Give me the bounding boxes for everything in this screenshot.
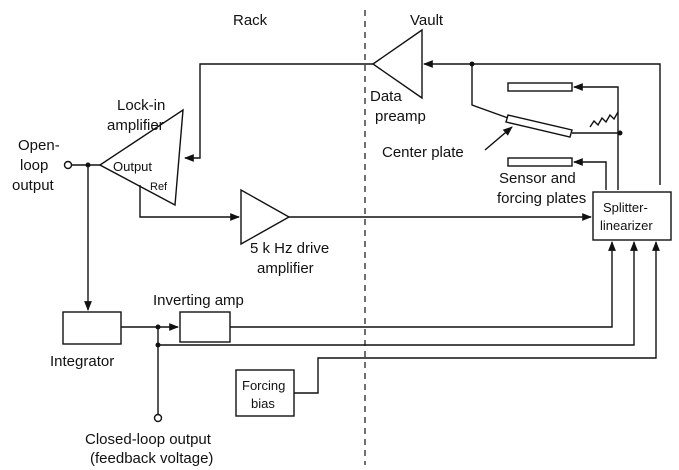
inverting-amp-label: Inverting amp <box>153 292 244 309</box>
drive-amp-label-1: 5 k Hz drive <box>250 240 329 257</box>
open-loop-label-3: output <box>12 177 55 194</box>
forcing-bias-to-splitter-wire <box>294 241 660 394</box>
lock-in-amplifier <box>98 108 184 207</box>
ref-to-drive-amp-wire <box>139 185 240 221</box>
splitter-to-bottom-plate-wire <box>573 158 607 190</box>
data-preamp-label-2: preamp <box>375 108 426 125</box>
center-plate-label: Center plate <box>382 144 464 161</box>
drive-amp-label-2: amplifier <box>257 260 314 277</box>
sensor-plate-top <box>507 82 573 92</box>
center-plate-to-preamp-wire <box>423 60 661 185</box>
lock-in-amplifier-label-1: Lock-in <box>117 97 165 114</box>
open-loop-output-terminal <box>63 160 73 170</box>
data-preamp <box>371 28 423 100</box>
sensor-plate-bottom <box>507 157 573 167</box>
inverting-amp <box>179 311 231 343</box>
center-plate-pointer <box>484 126 513 151</box>
rack-label: Rack <box>233 12 268 29</box>
inverting-amp-to-splitter-wire <box>230 241 616 328</box>
forcing-bias-label-2: bias <box>251 396 275 411</box>
lock-in-ref-label: Ref <box>150 181 168 193</box>
spring-anchor-dot <box>617 130 623 136</box>
forcing-bias-label-1: Forcing <box>242 378 285 393</box>
center-plate-spring <box>589 111 619 128</box>
center-plate <box>505 114 573 138</box>
splitter-label-2: linearizer <box>600 218 653 233</box>
closed-loop-label-2: (feedback voltage) <box>90 450 213 467</box>
integrator <box>62 311 122 345</box>
sensor-plates-label-1: Sensor and <box>499 170 576 187</box>
drive-amplifier <box>240 188 291 246</box>
sensor-plates-label-2: forcing plates <box>497 190 586 207</box>
output-junction-dot <box>85 162 91 168</box>
splitter-linearizer <box>592 191 672 241</box>
lock-in-output-label: Output <box>113 159 152 174</box>
closed-loop-output-terminal <box>153 413 163 423</box>
center-plate-tap-wire <box>471 64 509 119</box>
open-loop-label-2: loop <box>20 157 48 174</box>
vault-label: Vault <box>410 12 444 29</box>
open-loop-label-1: Open- <box>18 137 60 154</box>
splitter-to-top-plate-wire <box>573 83 619 190</box>
lock-in-amplifier-label-2: amplifier <box>107 117 164 134</box>
closed-loop-label-1: Closed-loop output <box>85 431 212 448</box>
data-preamp-label-1: Data <box>370 88 402 105</box>
splitter-label-1: Splitter- <box>603 200 648 215</box>
integrator-label: Integrator <box>50 353 114 370</box>
feedback-voltage-wire <box>157 241 638 346</box>
preamp-to-lockin-wire <box>184 63 373 162</box>
